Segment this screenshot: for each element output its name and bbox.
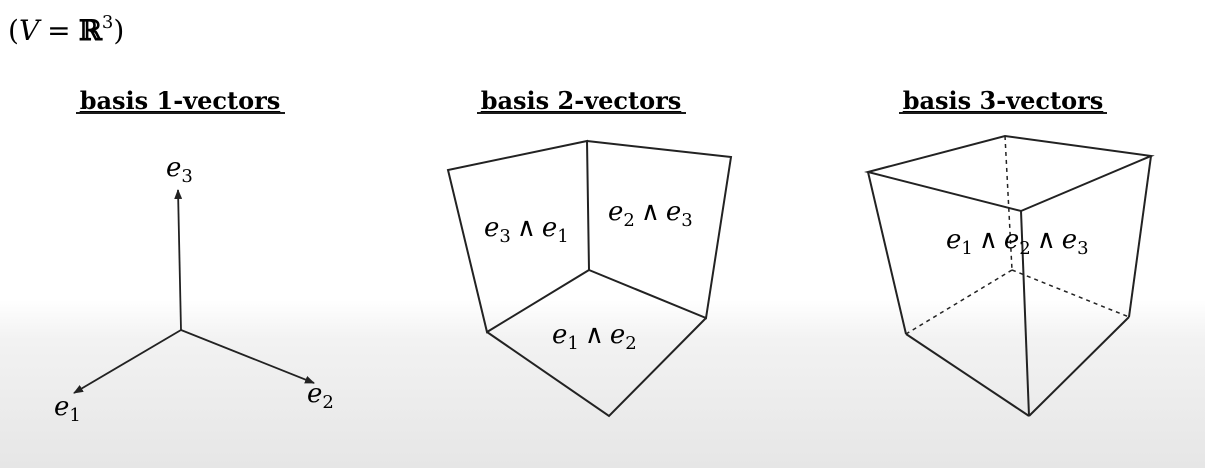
cube-hidden-edge-vertical (1004, 135, 1013, 271)
basis-2-vectors-corner (446, 139, 733, 418)
volume-e1-e2-e3-label: e1∧e2∧e3 (946, 225, 1089, 259)
cube-edge-front-left (867, 171, 907, 335)
cube-edge-front-middle (1020, 210, 1030, 417)
e1-arrow (73, 329, 182, 394)
plane-e2-e3-label: e2∧e3 (608, 197, 693, 231)
basis-3-vectors-cube (864, 134, 1155, 417)
plane-e3-e1-label: e3∧e1 (484, 213, 569, 247)
plane-e3-e1-outline (446, 139, 590, 334)
e3-arrow (174, 189, 183, 331)
basis-1-vectors-axes (73, 189, 315, 394)
cube-edge-front-right (1128, 155, 1152, 318)
vector-space-label: (V=ℝ3) (8, 12, 124, 47)
heading-basis-2-vectors: basis 2-vectors (481, 86, 682, 115)
cube-top-face (864, 134, 1155, 213)
plane-e1-e2-label: e1∧e2 (552, 320, 637, 354)
cube-hidden-edge-left (905, 269, 1013, 335)
heading-basis-1-vectors: basis 1-vectors (80, 86, 281, 115)
e1-label: e1 (54, 392, 81, 426)
e2-label: e2 (307, 379, 334, 413)
heading-basis-3-vectors: basis 3-vectors (903, 86, 1104, 115)
e3-label: e3 (166, 153, 193, 187)
cube-edge-bottom-right (1028, 316, 1130, 417)
plane-e2-e3-outline (586, 140, 733, 320)
plane-e1-e2-outline (486, 317, 707, 418)
e2-arrow (180, 329, 315, 384)
cube-edge-bottom-left (905, 333, 1030, 417)
cube-hidden-edge-right (1011, 269, 1130, 318)
